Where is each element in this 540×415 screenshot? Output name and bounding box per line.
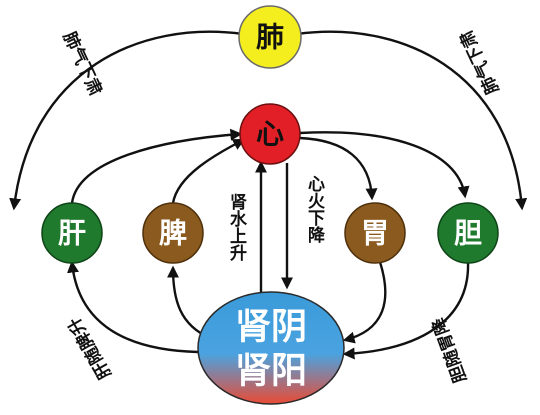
gallbladder-label: 胆 — [454, 217, 482, 250]
liver-node — [41, 202, 103, 264]
lung-label: 肺 — [256, 21, 284, 54]
stomach-label: 胃 — [361, 217, 389, 250]
stomach-node — [344, 202, 406, 264]
kidney-yang-label: 肾阳 — [235, 351, 307, 392]
arrow-gallbladder-to-kidney — [342, 261, 470, 360]
kidney-node — [197, 291, 345, 405]
gallbladder-node — [437, 202, 499, 264]
spleen-label: 脾 — [159, 217, 187, 250]
lung-qi-descends-right-label: 肺气下肃 — [456, 27, 504, 98]
arrow-lung-to-gallbladder — [296, 30, 528, 211]
arrow-lung-to-liver — [9, 30, 244, 211]
arrow-heart-to-gallbladder — [299, 131, 470, 199]
arrow-heart-to-stomach — [299, 136, 378, 201]
liver-spleen-rise-label: 肝随脾升 — [63, 314, 115, 383]
spleen-node — [142, 202, 204, 264]
kidney-yin-label: 肾阴 — [235, 307, 307, 348]
heart-label: 心 — [256, 118, 284, 151]
arrow-liver-to-heart — [70, 128, 243, 204]
liver-label: 肝 — [58, 217, 86, 250]
lung-node — [238, 5, 302, 69]
arrow-stomach-to-kidney — [342, 261, 387, 344]
gallbladder-stomach-descend-label: 胆随胃降 — [428, 314, 471, 386]
heart-fire-descends-label: 心火下降 — [304, 175, 325, 244]
arrow-kidney-to-liver — [67, 260, 199, 354]
arrow-spleen-to-heart — [171, 138, 246, 204]
kidney-water-rises-label: 肾水上升 — [226, 193, 247, 262]
heart-node — [239, 103, 301, 165]
